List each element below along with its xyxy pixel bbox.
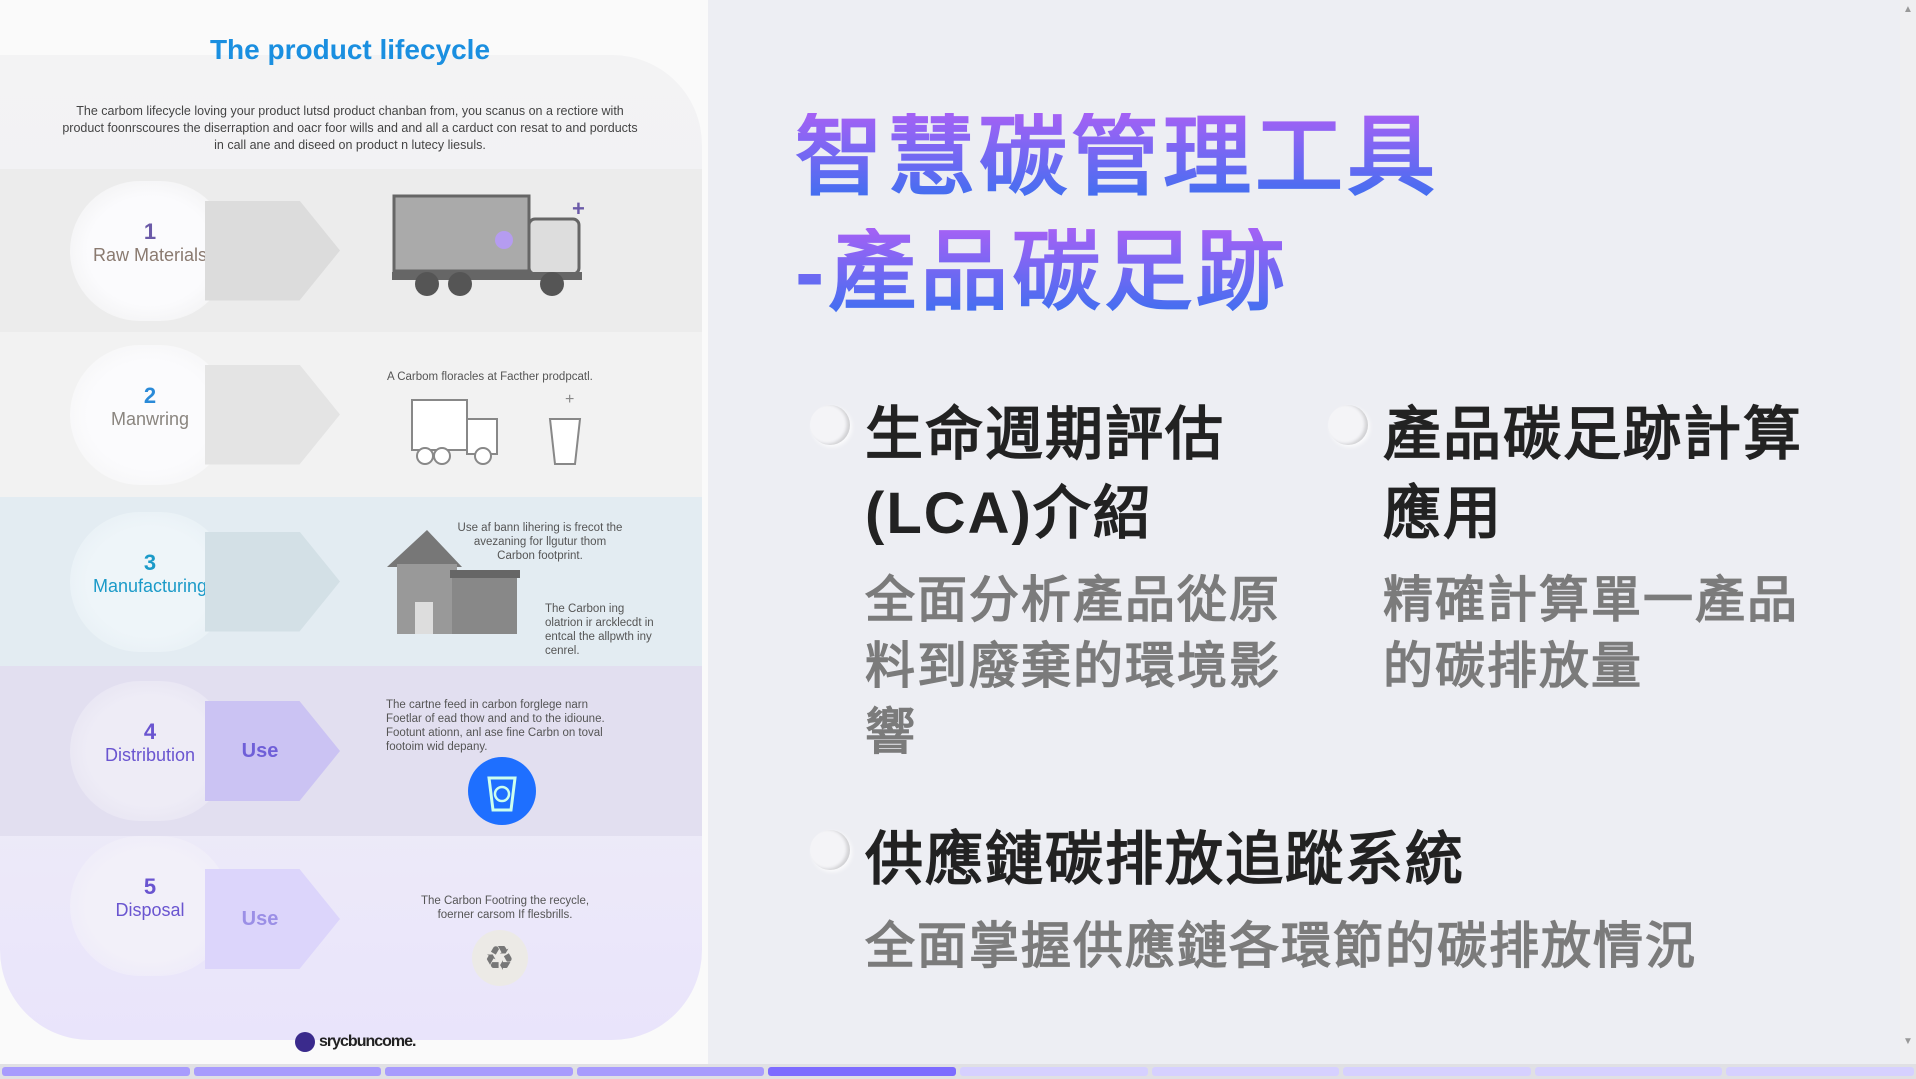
scroll-down-icon[interactable]: ▼: [1903, 1036, 1913, 1047]
bullet-description: 全面分析產品從原料到廢棄的環境影響: [865, 572, 1281, 760]
bullet-icon: [1328, 405, 1368, 445]
step-text: The Carbon Footring the recycle, foerner…: [420, 895, 590, 921]
truck-icon: +: [392, 194, 585, 296]
bullet-item-supply-chain: 供應鏈碳排放追蹤系統 全面掌握供應鏈各環節的碳排放情況: [810, 820, 1865, 979]
svg-text:+: +: [572, 196, 585, 221]
slide-title-line1: 智慧碳管理工具: [795, 107, 1440, 206]
infographic-title: The product lifecycle: [209, 34, 491, 65]
brand-logo: srycbuncome.: [295, 1032, 416, 1052]
recycle-bin-icon: [468, 757, 536, 825]
house-icon: [387, 530, 520, 634]
infographic-description: The carbom lifecycle loving your product…: [62, 104, 638, 152]
bullet-description: 精確計算單一產品的碳排放量: [1383, 572, 1799, 694]
truck-cup-icon: +: [411, 394, 582, 465]
step-arrow-use: Use: [205, 701, 340, 801]
bullet-description: 全面掌握供應鏈各環節的碳排放情況: [865, 918, 1697, 974]
progress-segment-3[interactable]: [385, 1067, 573, 1076]
logo-icon: [295, 1032, 315, 1052]
step-arrow: [205, 200, 340, 301]
slide-title-line2: -產品碳足跡: [795, 222, 1289, 321]
bullet-item-lca: 生命週期評估(LCA)介紹 全面分析產品從原料到廢棄的環境影響: [810, 395, 1305, 765]
progress-segment-8[interactable]: [1343, 1067, 1531, 1076]
step-arrow: [205, 531, 340, 632]
svg-text:♻: ♻: [484, 940, 514, 978]
bullet-icon: [810, 405, 850, 445]
step-arrow-use: Use: [205, 869, 340, 969]
bullet-heading: 產品碳足跡計算應用: [1383, 402, 1804, 546]
step-text-secondary: The Carbon ing olatrion ir arcklecdt in …: [545, 603, 654, 657]
progress-segment-1[interactable]: [2, 1067, 190, 1076]
progress-segment-2[interactable]: [193, 1067, 382, 1076]
bullet-heading: 生命週期評估(LCA)介紹: [865, 402, 1226, 546]
svg-text:+: +: [565, 394, 574, 408]
step-text: A Carbom floracles at Facther prodpcatl.: [387, 371, 593, 383]
progress-segment-7[interactable]: [1151, 1067, 1340, 1076]
recycle-icon: ♻: [472, 930, 528, 986]
progress-segment-9[interactable]: [1534, 1067, 1723, 1076]
progress-segment-10[interactable]: [1726, 1067, 1914, 1076]
slide-progress-bar: [0, 1064, 1916, 1079]
infographic-panel: The product lifecycle The carbom lifecyc…: [0, 0, 708, 1064]
progress-segment-6[interactable]: [959, 1067, 1148, 1076]
progress-segment-5[interactable]: [768, 1067, 956, 1076]
scrollbar[interactable]: ▲ ▼: [1900, 0, 1916, 1064]
step-text: Use af bann lihering is frecot the aveza…: [457, 522, 623, 562]
bullet-heading: 供應鏈碳排放追蹤系統: [865, 827, 1466, 892]
step-arrow: [205, 364, 340, 465]
bullet-icon: [810, 830, 850, 870]
bullet-item-footprint: 產品碳足跡計算應用 精確計算單一產品的碳排放量: [1328, 395, 1823, 699]
scroll-up-icon[interactable]: ▲: [1903, 4, 1913, 15]
step-text: The cartne feed in carbon forglege narn …: [386, 699, 605, 753]
progress-segment-4[interactable]: [576, 1067, 765, 1076]
